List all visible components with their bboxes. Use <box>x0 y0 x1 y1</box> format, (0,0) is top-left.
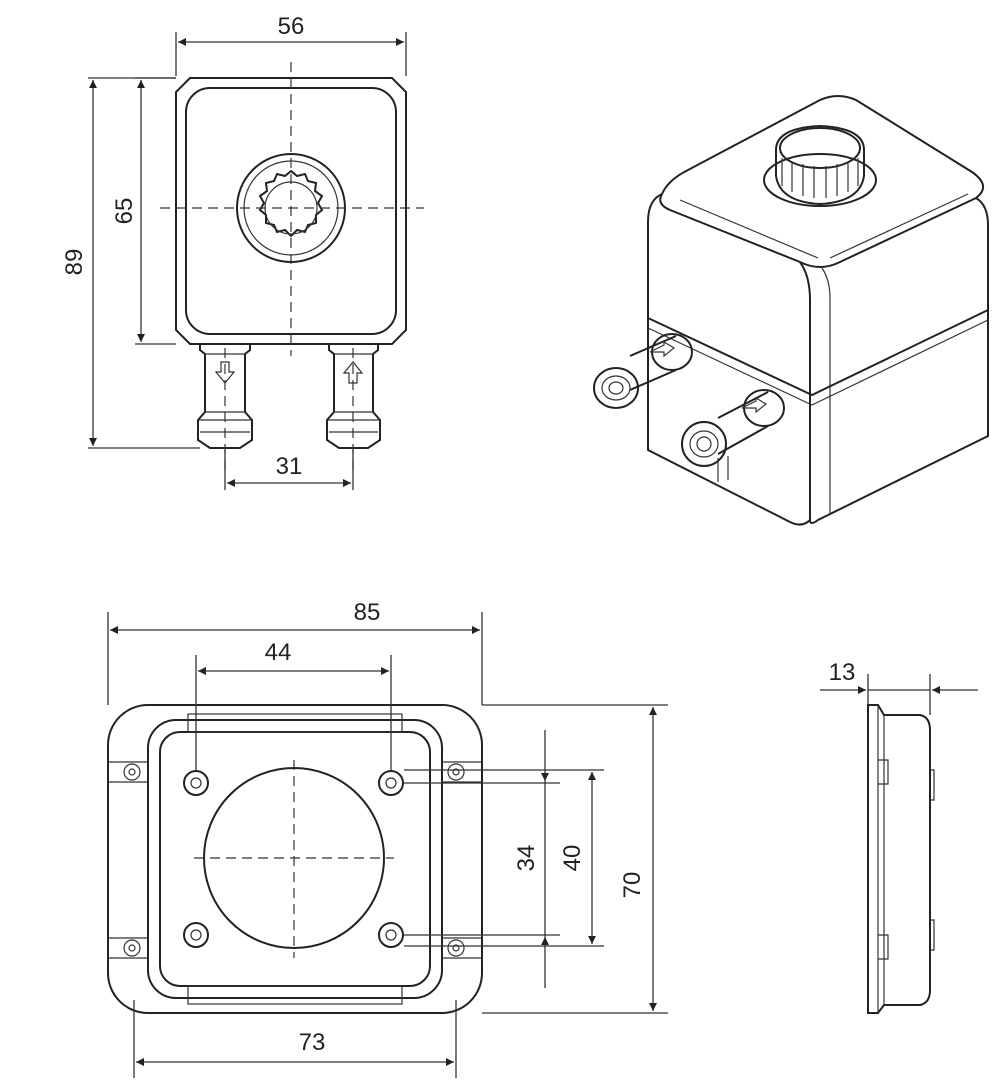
cap-knurl <box>258 169 324 238</box>
isometric-view <box>593 95 989 526</box>
dim-label-40: 40 <box>559 845 586 872</box>
iso-cap <box>763 124 877 207</box>
iso-outlet-fitting <box>593 333 693 409</box>
iso-parting-line <box>647 309 989 397</box>
top-view-outer-body <box>175 77 407 345</box>
dim-label-13: 13 <box>829 659 856 686</box>
mounting-hole <box>183 770 209 796</box>
dim-label-34: 34 <box>513 845 540 872</box>
iso-inlet-fitting <box>681 389 785 482</box>
side-screw <box>123 939 141 957</box>
side-screw <box>447 763 465 781</box>
dim-label-44: 44 <box>265 639 292 666</box>
bottom-flange-inner <box>147 719 443 999</box>
bottom-view: 85 44 73 70 40 34 <box>107 599 668 1078</box>
dim-label-31: 31 <box>276 453 303 480</box>
dim-label-56: 56 <box>278 13 305 40</box>
iso-left-face <box>647 193 811 526</box>
mounting-hole <box>183 922 209 948</box>
iso-flow-arrow-icon <box>649 340 676 358</box>
iso-right-face <box>809 197 989 524</box>
side-screw <box>123 763 141 781</box>
mounting-hole <box>378 770 404 796</box>
dim-label-70: 70 <box>619 872 646 899</box>
side-view: 13 <box>820 659 978 1014</box>
iso-top-face <box>659 95 984 268</box>
down-arrow-icon <box>214 361 236 384</box>
up-arrow-icon <box>342 361 364 384</box>
top-view: 56 89 65 31 <box>61 13 424 490</box>
dim-label-85: 85 <box>354 599 381 626</box>
dim-label-65: 65 <box>111 198 138 225</box>
dim-label-89: 89 <box>61 249 88 276</box>
mounting-hole <box>378 922 404 948</box>
bottom-outer-flange <box>107 704 483 1014</box>
side-screw <box>447 939 465 957</box>
side-view-profile <box>867 704 931 1014</box>
dim-label-73: 73 <box>299 1029 326 1056</box>
